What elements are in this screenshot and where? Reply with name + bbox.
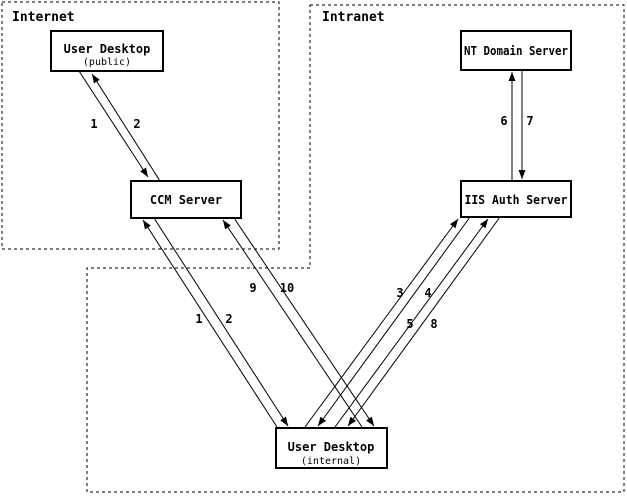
message-label-6: 6 xyxy=(500,114,507,128)
internet-zone-outline xyxy=(1,1,280,250)
message-label-5: 5 xyxy=(406,317,413,331)
message-label-8: 8 xyxy=(430,317,437,331)
message-label-10: 10 xyxy=(280,281,294,295)
message-line-1-public-desktop-to-ccm xyxy=(78,70,149,178)
user-desktop-internal-label: User Desktop xyxy=(288,440,375,454)
message-label-2-public: 2 xyxy=(133,117,140,131)
message-line-4-iis-to-internal-desktop xyxy=(317,216,471,427)
intranet-zone-label: Intranet xyxy=(322,10,385,25)
node-ccm-server: CCM Server xyxy=(130,180,242,219)
message-label-9: 9 xyxy=(249,281,256,295)
message-label-1-public: 1 xyxy=(90,117,97,131)
message-label-1-internal: 1 xyxy=(195,312,202,326)
message-label-4: 4 xyxy=(424,286,431,300)
nt-domain-server-box xyxy=(460,30,572,71)
user-desktop-internal-box xyxy=(275,427,388,469)
message-label-2-internal: 2 xyxy=(225,312,232,326)
intranet-zone-outline xyxy=(86,4,625,493)
user-desktop-internal-sublabel: (internal) xyxy=(301,456,361,467)
node-user-desktop-public: User Desktop (public) xyxy=(50,30,164,72)
message-line-2-ccm-to-internal-desktop xyxy=(153,217,289,427)
node-user-desktop-internal: User Desktop (internal) xyxy=(275,427,388,469)
node-iis-auth-server: IIS Auth Server xyxy=(460,180,572,218)
message-line-8-iis-to-internal-desktop xyxy=(347,216,501,427)
message-line-3-internal-desktop-to-iis xyxy=(304,218,459,428)
message-line-2-ccm-to-public-desktop xyxy=(91,73,161,182)
message-line-10-ccm-to-internal-desktop xyxy=(233,217,375,427)
message-line-1-internal-desktop-to-ccm xyxy=(142,219,278,428)
ccm-server-box xyxy=(130,180,242,219)
message-label-7: 7 xyxy=(526,114,533,128)
ccm-server-label: CCM Server xyxy=(150,193,222,207)
node-nt-domain-server: NT Domain Server xyxy=(460,30,572,71)
user-desktop-public-box xyxy=(50,30,164,72)
message-line-9-internal-desktop-to-ccm xyxy=(222,219,363,428)
user-desktop-public-label: User Desktop xyxy=(64,42,151,56)
message-label-3: 3 xyxy=(396,286,403,300)
iis-auth-server-box xyxy=(460,180,572,218)
iis-auth-server-label: IIS Auth Server xyxy=(465,193,568,207)
nt-domain-server-label: NT Domain Server xyxy=(464,44,568,58)
message-line-5-internal-desktop-to-iis xyxy=(334,218,489,428)
user-desktop-public-sublabel: (public) xyxy=(83,57,131,68)
internet-zone-label: Internet xyxy=(12,10,75,25)
